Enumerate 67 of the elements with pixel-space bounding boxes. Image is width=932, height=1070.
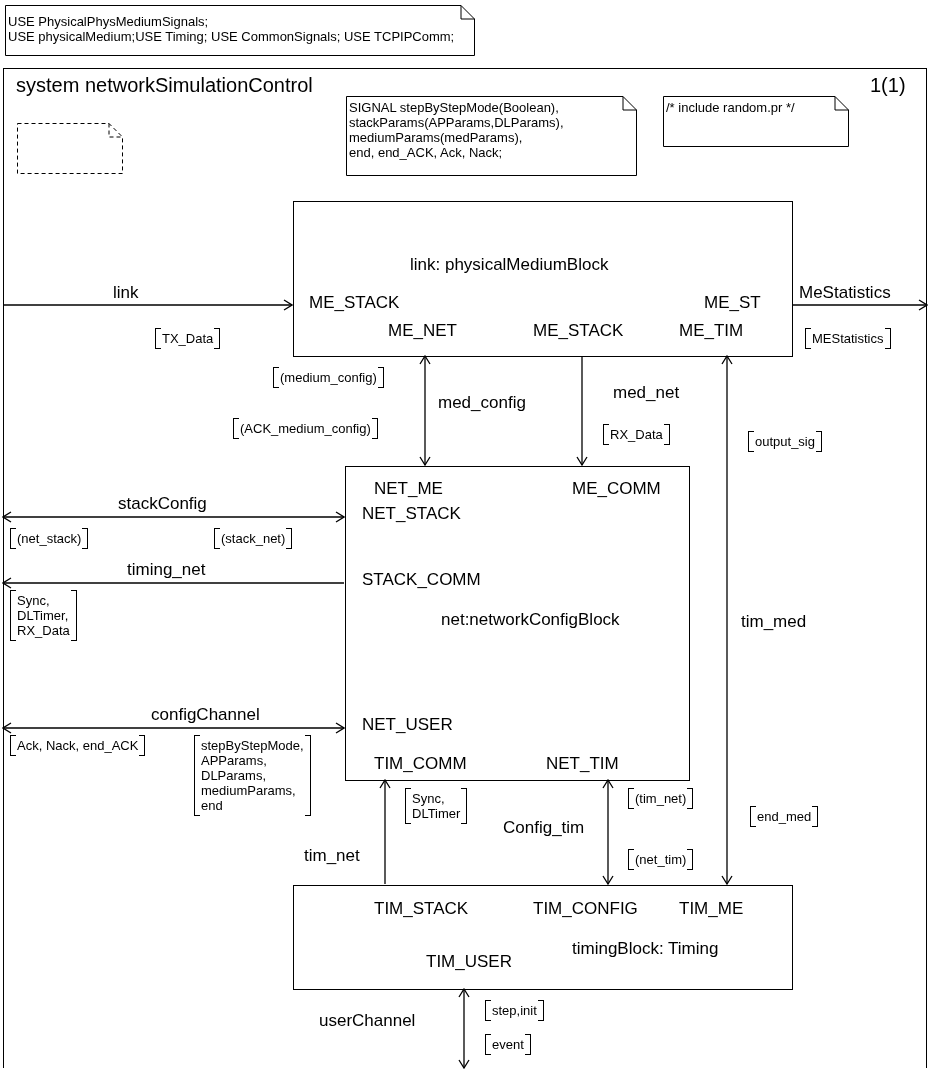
note-text: /* include random.pr */: [666, 100, 795, 115]
channel-arrow: [791, 299, 928, 311]
channel-arrow: [379, 779, 391, 885]
signal-list: step,init: [485, 1000, 544, 1021]
signal-list: (net_tim): [628, 849, 694, 870]
signal-list: Sync, DLTimer: [405, 788, 468, 824]
edge-label: tim_med: [740, 612, 808, 632]
gate-name: ME_ST: [704, 293, 761, 313]
signal-list: MEStatistics: [805, 328, 891, 349]
block-title: timingBlock: Timing: [572, 939, 719, 959]
edge-label: med_net: [612, 383, 681, 403]
gate-name: TIM_STACK: [374, 899, 469, 919]
gate-name: NET_STACK: [362, 504, 461, 524]
signal-declaration-note: [346, 96, 637, 176]
signal-list: RX_Data: [603, 424, 670, 445]
gate-name: TIM_CONFIG: [533, 899, 638, 919]
edge-label: tim_net: [303, 846, 361, 866]
signal-list: event: [485, 1034, 531, 1055]
signal-list: (medium_config): [273, 367, 384, 388]
signal-list: stepByStepMode, APParams, DLParams, mediumParams, end: [194, 735, 311, 816]
signal-list: TX_Data: [155, 328, 221, 349]
page-number: 1(1): [870, 73, 906, 97]
block-box: [293, 201, 793, 357]
channel-arrow: [576, 355, 588, 466]
gate-name: NET_ME: [374, 479, 443, 499]
channel-arrow: [2, 511, 345, 523]
gate-name: ME_COMM: [572, 479, 661, 499]
system-title: system networkSimulationControl: [16, 73, 313, 97]
channel-arrow: [2, 577, 345, 589]
gate-name: ME_STACK: [309, 293, 400, 313]
channel-arrow: [602, 779, 614, 885]
edge-label: configChannel: [150, 705, 261, 725]
gate-name: TIM_USER: [426, 952, 512, 972]
gate-name: ME_STACK: [533, 321, 624, 341]
edge-label: stackConfig: [117, 494, 208, 514]
gate-name: ME_TIM: [679, 321, 744, 341]
note-text: SIGNAL stepByStepMode(Boolean), stackParams(APParams,DLParams), mediumParams(medParams), end, end_ACK, Ack, Nack;: [349, 100, 564, 160]
signal-list: output_sig: [748, 431, 822, 452]
signal-list: (tim_net): [628, 788, 694, 809]
channel-arrow: [2, 299, 293, 311]
gate-name: STACK_COMM: [362, 570, 481, 590]
channel-arrow: [721, 355, 733, 885]
gate-name: NET_TIM: [546, 754, 619, 774]
edge-label: med_config: [437, 393, 527, 413]
note-text: USE PhysicalPhysMediumSignals; USE physicalMedium;USE Timing; USE CommonSignals; USE TCPIPComm;: [8, 14, 455, 44]
gate-name: TIM_COMM: [374, 754, 467, 774]
edge-label: timing_net: [126, 560, 207, 580]
channel-arrow: [2, 722, 345, 734]
signal-list: Ack, Nack, end_ACK: [10, 735, 146, 756]
block-title: link: physicalMediumBlock: [410, 255, 609, 275]
signal-list: Sync, DLTimer, RX_Data: [10, 590, 77, 641]
signal-list: end_med: [750, 806, 819, 827]
channel-arrow: [419, 355, 431, 466]
signal-list: (stack_net): [214, 528, 293, 549]
channel-arrow: [458, 988, 470, 1069]
block-title: net:networkConfigBlock: [441, 610, 620, 630]
dashed-note: [17, 123, 123, 174]
block-box: [293, 885, 793, 990]
edge-label: Config_tim: [502, 818, 586, 838]
gate-name: ME_NET: [388, 321, 457, 341]
signal-list: (ACK_medium_config): [233, 418, 378, 439]
comment-note: [663, 96, 849, 147]
comment-note: [5, 5, 475, 56]
gate-name: TIM_ME: [679, 899, 744, 919]
gate-name: NET_USER: [362, 715, 453, 735]
signal-list: (net_stack): [10, 528, 89, 549]
block-box: [345, 466, 690, 781]
